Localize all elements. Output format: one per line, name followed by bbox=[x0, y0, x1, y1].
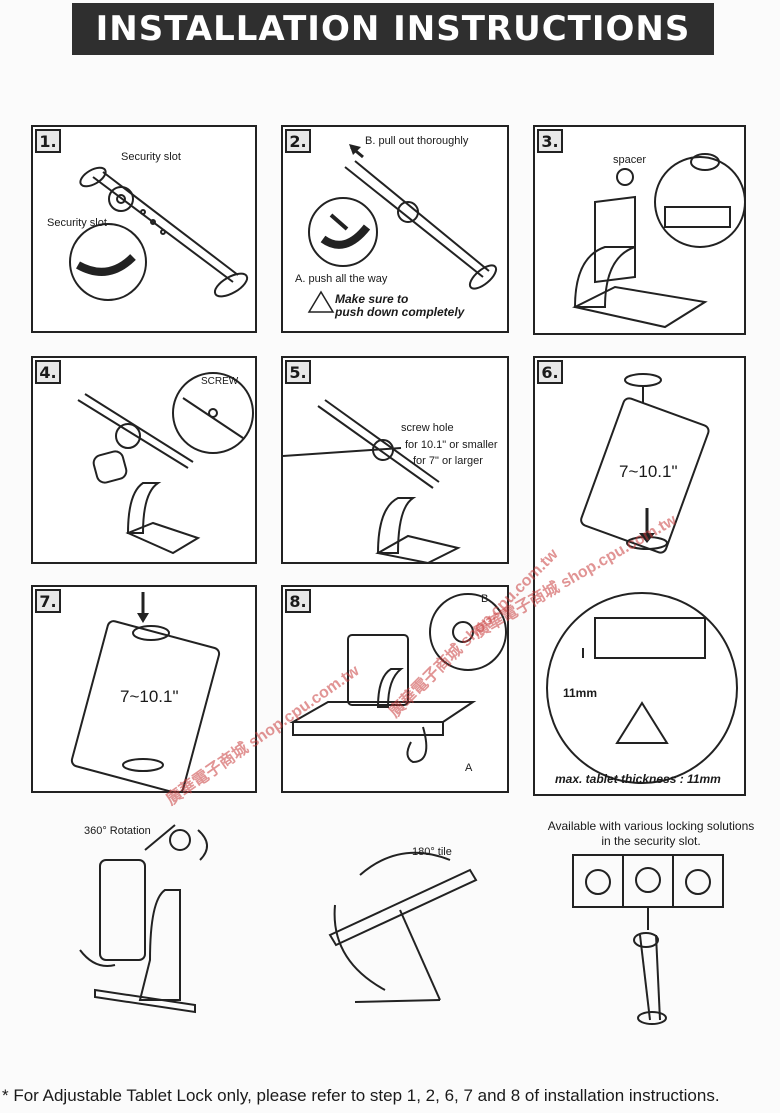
step-4-panel: 4. SCREW bbox=[31, 356, 257, 564]
push-label: A. push all the way bbox=[295, 273, 388, 285]
label-a: A bbox=[465, 762, 473, 774]
step-3-panel: 3. spacer bbox=[533, 125, 746, 335]
step-1-panel: 1. Security slot Security slot bbox=[31, 125, 257, 333]
spacer-label: spacer bbox=[613, 154, 647, 166]
step-7-panel: 7. 7~10.1" bbox=[31, 585, 257, 793]
step-number: 6. bbox=[537, 360, 563, 384]
warning-line-2: push down completely bbox=[335, 305, 465, 319]
rotation-label: 360° Rotation bbox=[84, 825, 151, 837]
step-8-illustration bbox=[289, 593, 507, 764]
label-b: B bbox=[481, 593, 489, 605]
page-title: INSTALLATION INSTRUCTIONS bbox=[72, 3, 714, 55]
locking-line-2: in the security slot. bbox=[601, 834, 701, 848]
step-7-illustration bbox=[70, 592, 221, 791]
step-1-illustration bbox=[69, 166, 249, 301]
step-number: 1. bbox=[35, 129, 61, 153]
step-8-panel: 8. B A bbox=[281, 585, 509, 793]
hole-small-label: for 10.1" or smaller bbox=[405, 439, 498, 451]
security-slot-label: Security slot bbox=[121, 151, 181, 163]
step-number: 2. bbox=[285, 129, 311, 153]
step-3-illustration bbox=[572, 153, 744, 329]
locking-line-1: Available with various locking solutions bbox=[547, 819, 755, 833]
step-number: 8. bbox=[285, 589, 311, 613]
thickness-label: 11mm bbox=[563, 686, 598, 700]
screw-hole-label: screw hole bbox=[401, 422, 454, 434]
step-number: 4. bbox=[35, 360, 61, 384]
tablet-size-label: 7~10.1" bbox=[619, 462, 678, 481]
step-number: 5. bbox=[285, 360, 311, 384]
warning-line-1: Make sure to bbox=[335, 292, 409, 306]
step-5-panel: 5. screw hole for 10.1" or smaller for 7… bbox=[281, 356, 509, 564]
step-5-illustration bbox=[283, 399, 461, 562]
max-thickness-caption: max. tablet thickness : 11mm bbox=[555, 772, 721, 786]
step-2-illustration bbox=[307, 144, 498, 313]
security-slot-label: Security slot bbox=[47, 217, 107, 229]
tablet-size-label: 7~10.1" bbox=[120, 687, 179, 706]
step-4-illustration bbox=[77, 372, 254, 555]
step-6-panel: 6. 7~10.1" 11mm max. tablet thickness : … bbox=[533, 356, 746, 796]
step-2-panel: 2. B. pull out thoroughly A. push all th… bbox=[281, 125, 509, 333]
footnote: * For Adjustable Tablet Lock only, pleas… bbox=[2, 1086, 720, 1105]
tilt-label: 180° tile bbox=[412, 846, 452, 858]
step-6-illustration bbox=[546, 373, 738, 784]
hole-large-label: for 7" or larger bbox=[413, 455, 483, 467]
pull-label: B. pull out thoroughly bbox=[365, 135, 469, 147]
step-number: 3. bbox=[537, 129, 563, 153]
step-number: 7. bbox=[35, 589, 61, 613]
screw-label: SCREW bbox=[201, 376, 239, 387]
